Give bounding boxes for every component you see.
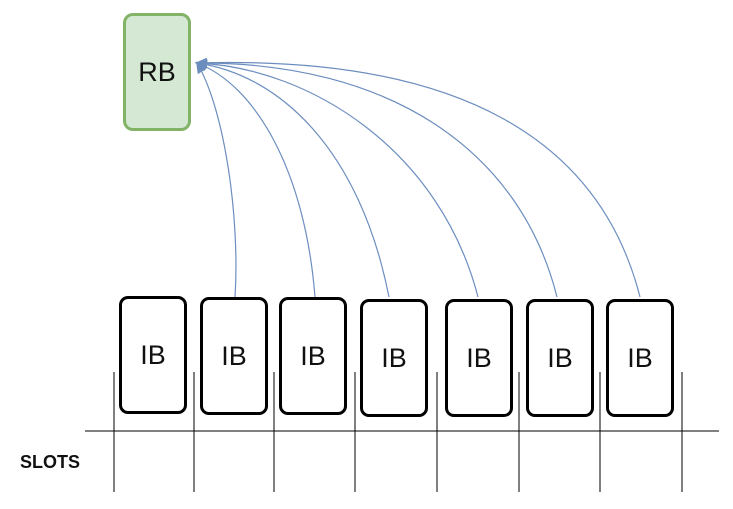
slots-label: SLOTS (20, 452, 81, 472)
slot-grid (85, 372, 719, 492)
ib-label: IB (300, 340, 326, 371)
ib-label: IB (381, 342, 407, 373)
ib-box: IB (360, 299, 428, 417)
ib-label: IB (547, 342, 573, 373)
arrow (195, 57, 558, 298)
rb-label: RB (138, 56, 176, 87)
ib-label: IB (627, 342, 653, 373)
ib-box: IB (606, 299, 674, 417)
ib-label: IB (466, 342, 492, 373)
ib-box: IB (279, 297, 347, 415)
ib-box: IB (445, 299, 513, 417)
arrows (195, 57, 641, 298)
ib-box: IB (200, 297, 268, 415)
ib-label: IB (140, 339, 166, 370)
arrow (195, 59, 390, 298)
arrow (195, 61, 237, 298)
ib-box: IB (119, 296, 187, 414)
ib-label: IB (221, 340, 247, 371)
rb-box: RB (123, 13, 191, 131)
arrow (195, 61, 316, 298)
arrow (195, 57, 641, 298)
arrow (195, 58, 479, 298)
ib-box: IB (526, 299, 594, 417)
